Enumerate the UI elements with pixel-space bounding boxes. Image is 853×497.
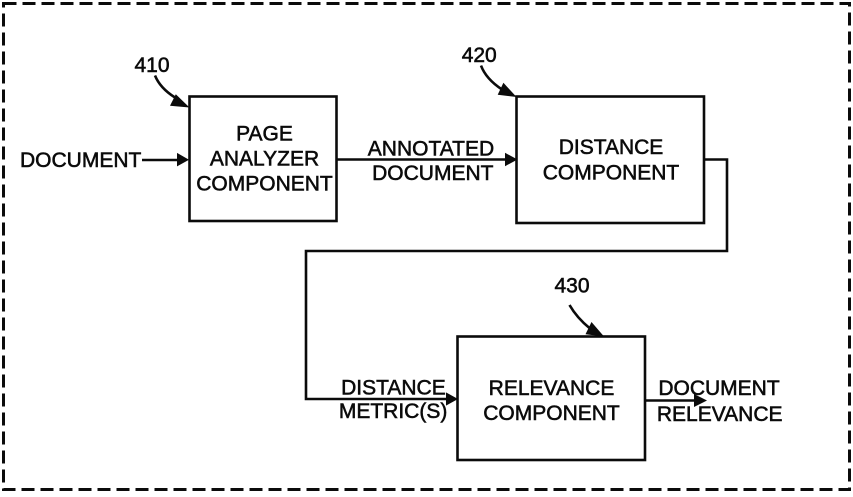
svg-text:DOCUMENT: DOCUMENT <box>372 162 493 185</box>
svg-text:PAGE: PAGE <box>236 123 293 146</box>
svg-text:COMPONENT: COMPONENT <box>543 162 680 185</box>
svg-text:COMPONENT: COMPONENT <box>196 173 333 196</box>
svg-text:COMPONENT: COMPONENT <box>483 402 620 425</box>
svg-text:420: 420 <box>462 44 497 67</box>
svg-text:410: 410 <box>135 54 170 77</box>
svg-text:DISTANCE: DISTANCE <box>559 136 664 159</box>
svg-text:DOCUMENT: DOCUMENT <box>20 149 141 172</box>
svg-text:METRIC(S): METRIC(S) <box>339 400 448 423</box>
svg-text:RELEVANCE: RELEVANCE <box>657 403 783 426</box>
svg-text:RELEVANCE: RELEVANCE <box>489 377 615 400</box>
svg-text:DISTANCE: DISTANCE <box>341 377 446 400</box>
svg-text:ANALYZER: ANALYZER <box>210 148 319 171</box>
svg-text:430: 430 <box>555 275 590 298</box>
svg-text:ANNOTATED: ANNOTATED <box>368 137 494 160</box>
svg-text:DOCUMENT: DOCUMENT <box>658 377 779 400</box>
